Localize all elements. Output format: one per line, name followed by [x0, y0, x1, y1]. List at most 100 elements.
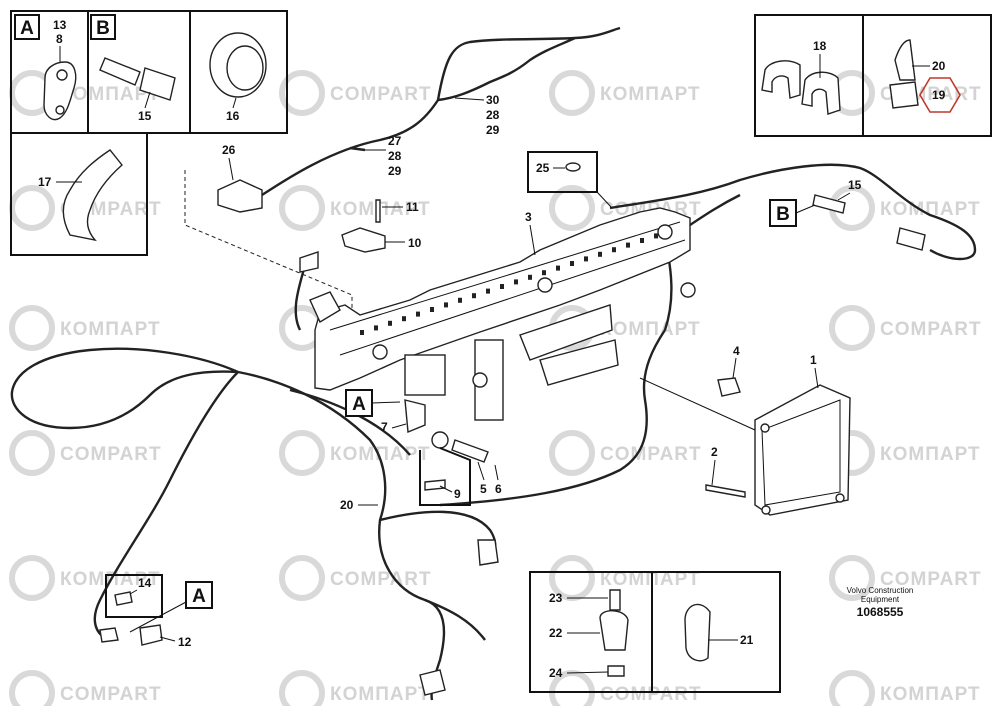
rail-pin [654, 233, 658, 239]
label-21: 21 [740, 633, 754, 647]
label-22: 22 [549, 626, 563, 640]
watermark-text: КОМПАРТ [600, 319, 701, 340]
watermark-text: КОМПАРТ [60, 84, 161, 105]
watermark-logo-icon [279, 430, 325, 476]
watermark-logo-icon [829, 670, 875, 706]
label-6: 6 [495, 482, 502, 496]
rail-pin [612, 247, 616, 253]
watermark-logo-icon [549, 185, 595, 231]
rail-pin [416, 311, 420, 317]
watermark-logo-icon [9, 555, 55, 601]
rail-pin [542, 270, 546, 276]
label-20-inset: 20 [932, 59, 946, 73]
ref-a-label: A [20, 18, 34, 39]
rail-pin [374, 325, 378, 331]
watermark-text: КОМПАРТ [880, 199, 981, 220]
label-1: 1 [810, 353, 817, 367]
watermark-logo-icon [829, 305, 875, 351]
label-25: 25 [536, 161, 550, 175]
watermark-logo-icon [549, 70, 595, 116]
watermark-text: COMPART [60, 444, 162, 465]
watermark-text: КОМПАРТ [600, 84, 701, 105]
label-12: 12 [178, 635, 192, 649]
watermark-logo-icon [9, 430, 55, 476]
inset-box-cap [189, 10, 288, 134]
drawing-reference: Volvo Construction Equipment 1068555 [847, 586, 914, 619]
watermark-text: COMPART [880, 569, 982, 590]
ecu-module [639, 377, 851, 516]
inset-box-clamp [529, 571, 653, 693]
inset-box-b [87, 10, 191, 134]
label-28a: 28 [486, 108, 500, 122]
watermark-logo-icon [279, 555, 325, 601]
label-24: 24 [549, 666, 563, 680]
rail-pin [500, 284, 504, 289]
rail-pin [598, 251, 602, 257]
inset-box-clip [754, 14, 864, 137]
label-8: 8 [56, 32, 63, 46]
label-30: 30 [486, 93, 500, 107]
rail-pin [402, 316, 406, 322]
label-17: 17 [38, 175, 52, 189]
label-26: 26 [222, 143, 236, 157]
rail-pin [570, 261, 574, 266]
ref-a-bottom: A [129, 581, 213, 633]
watermark-logo-icon [549, 430, 595, 476]
watermark-text: COMPART [60, 684, 162, 705]
brand-line-1: Volvo Construction [847, 586, 914, 595]
watermark-logo-icon [9, 670, 55, 706]
rail-pin [486, 288, 490, 294]
inset-box-hose [10, 132, 148, 256]
rail-pin [360, 330, 364, 335]
label-2: 2 [711, 445, 718, 459]
label-19: 19 [932, 88, 946, 102]
label-29b: 29 [388, 164, 402, 178]
inset-box-tie [862, 14, 992, 137]
rail-pin [388, 320, 392, 326]
watermark-logo-icon [279, 70, 325, 116]
label-7: 7 [381, 420, 388, 434]
label-29a: 29 [486, 123, 500, 137]
label-18: 18 [813, 39, 827, 53]
watermark-text: COMPART [330, 84, 432, 105]
inset-box-14 [105, 574, 163, 618]
watermark-logo-icon [9, 305, 55, 351]
rail-pin [472, 293, 476, 299]
label-16: 16 [226, 109, 240, 123]
rail-pin [556, 265, 560, 271]
watermark-text: КОМПАРТ [330, 684, 431, 705]
ref-a-bottom-label: A [192, 586, 206, 607]
brand-line-2: Equipment [861, 595, 900, 604]
inset-box-strap [651, 571, 781, 693]
ref-a-top: A [14, 14, 40, 40]
label-4: 4 [733, 344, 740, 358]
control-unit-rail [314, 207, 696, 421]
ref-b-right-label: B [776, 204, 790, 225]
watermark-text: COMPART [330, 569, 432, 590]
ref-b-label: B [96, 18, 110, 39]
ref-a-mid: A [345, 389, 401, 417]
rail-pin [430, 307, 434, 312]
label-15: 15 [848, 178, 862, 192]
label-13: 13 [53, 18, 67, 32]
inset-box-a [10, 10, 89, 134]
watermark-logo-icon [279, 670, 325, 706]
watermark-logo-icon [9, 185, 55, 231]
small-parts [99, 151, 926, 696]
watermark-text: COMPART [880, 319, 982, 340]
rail-pin [626, 242, 630, 248]
watermark-logo-icon [279, 185, 325, 231]
rail-pin [458, 297, 462, 303]
watermark-text: КОМПАРТ [880, 684, 981, 705]
label-10: 10 [408, 236, 422, 250]
watermark-text: COMPART [600, 444, 702, 465]
label-5: 5 [480, 482, 487, 496]
rail-pin [584, 256, 588, 262]
rail-pin [514, 279, 518, 285]
label-23: 23 [549, 591, 563, 605]
label-20: 20 [340, 498, 354, 512]
drawing-number: 1068555 [857, 605, 904, 619]
rail-pin [640, 238, 644, 243]
ref-a-mid-label: A [352, 394, 366, 415]
